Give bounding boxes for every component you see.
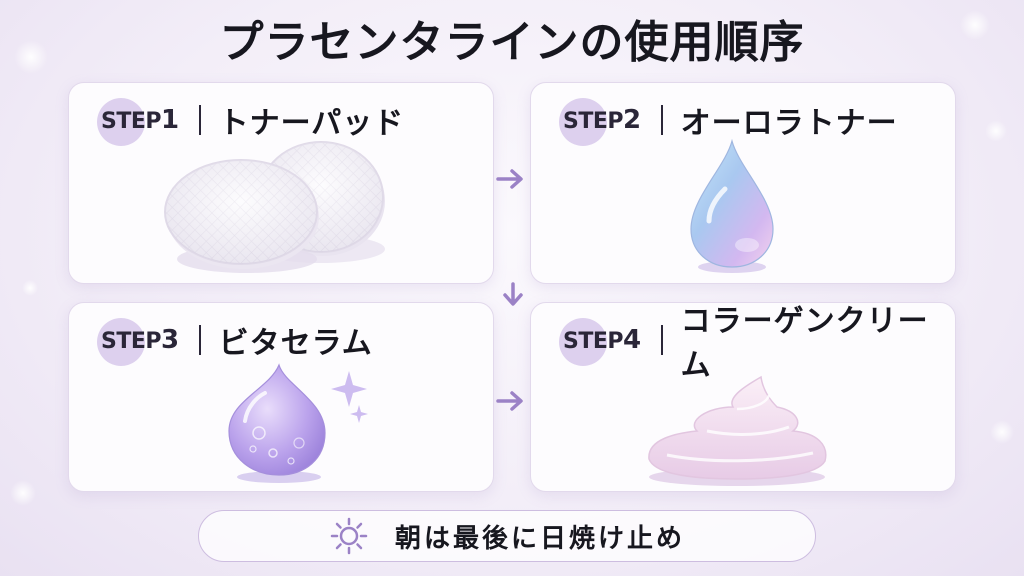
step-number: 2: [623, 105, 641, 135]
background-sparkle: [960, 10, 990, 40]
step-prefix: STEP: [563, 109, 624, 134]
step-prefix: STEP: [563, 329, 624, 354]
sunscreen-note: 朝は最後に日焼け止め: [198, 510, 816, 562]
step-card-3: STEP3 ビタセラム: [68, 302, 494, 492]
step-name: ビタセラム: [218, 326, 373, 361]
droplet-icon: [690, 138, 774, 273]
background-sparkle: [22, 280, 38, 296]
arrow-down-icon: [503, 282, 523, 306]
step-badge-circle: [559, 98, 607, 146]
step-number: 1: [161, 105, 179, 135]
step-header: STEP2 オーロラトナー: [559, 95, 898, 146]
divider: [660, 105, 663, 135]
step-badge: STEP4: [559, 318, 641, 366]
step-card-2: STEP2 オーロラトナー: [530, 82, 956, 284]
step-prefix: STEP: [101, 329, 162, 354]
step-card-1: STEP1 トナーパッド: [68, 82, 494, 284]
background-sparkle: [10, 480, 36, 506]
arrow-right-icon: [496, 169, 523, 189]
step-name: コラーゲンクリーム: [680, 304, 929, 383]
step-header: STEP1 トナーパッド: [97, 95, 405, 146]
step-badge-circle: [559, 318, 607, 366]
background-sparkle: [985, 120, 1007, 142]
step-badge: STEP1: [97, 98, 179, 146]
page-title: プラセンタラインの使用順序: [219, 17, 805, 68]
arrow-right-icon: [496, 391, 523, 411]
step-name: オーロラトナー: [680, 106, 898, 141]
divider: [198, 325, 201, 355]
cream-swirl-icon: [648, 375, 827, 486]
divider: [198, 105, 201, 135]
sun-icon: [330, 517, 368, 555]
background-sparkle: [990, 420, 1014, 444]
note-text: 朝は最後に日焼け止め: [394, 523, 685, 554]
divider: [660, 325, 663, 355]
step-number: 4: [623, 325, 641, 355]
step-badge: STEP2: [559, 98, 641, 146]
step-badge-circle: [97, 318, 145, 366]
step-badge-circle: [97, 98, 145, 146]
step-card-4: STEP4 コラーゲンクリーム: [530, 302, 956, 492]
serum-drop-icon: [228, 363, 368, 483]
background-sparkle: [14, 40, 48, 74]
step-header: STEP3 ビタセラム: [97, 315, 373, 366]
step-header: STEP4 コラーゲンクリーム: [559, 304, 955, 383]
step-number: 3: [161, 325, 179, 355]
step-name: トナーパッド: [218, 106, 405, 141]
step-prefix: STEP: [101, 109, 162, 134]
cotton-pads-icon: [164, 141, 385, 273]
step-badge: STEP3: [97, 318, 179, 366]
